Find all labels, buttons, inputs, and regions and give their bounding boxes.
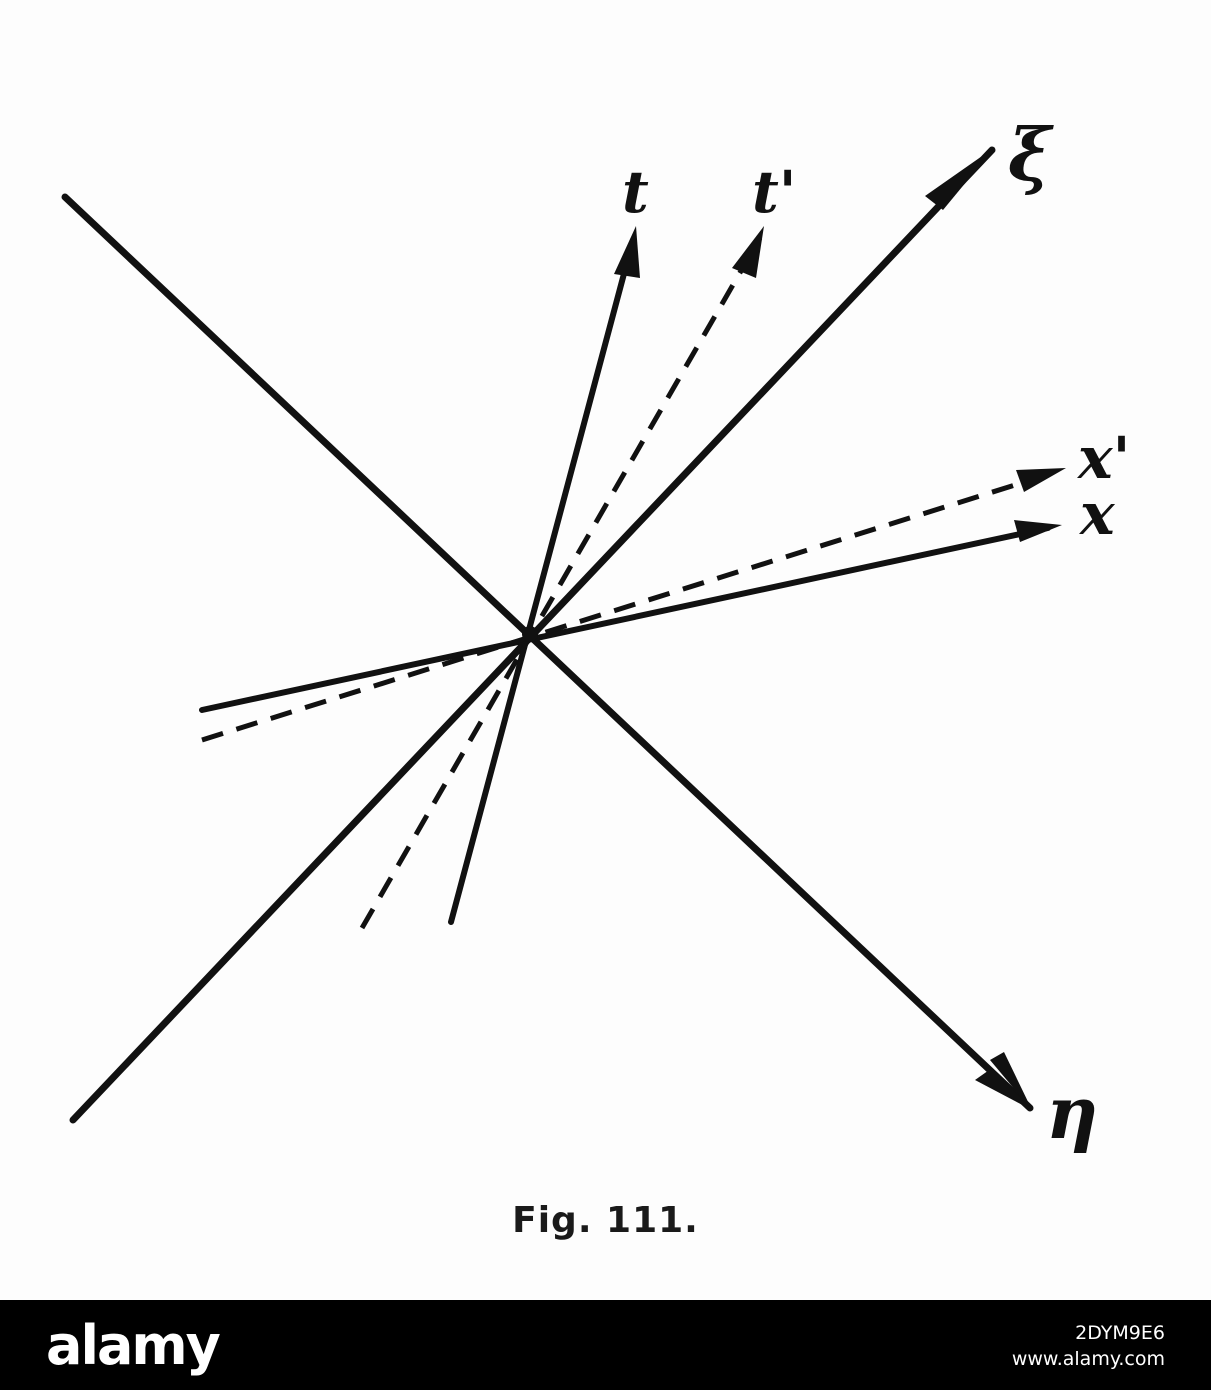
site-url: www.alamy.com	[1011, 1348, 1165, 1370]
t-axis	[448, 237, 636, 925]
figure-caption: Fig. 111.	[512, 1200, 699, 1241]
origin-point	[522, 626, 538, 642]
brand-logo: alamy	[46, 1314, 221, 1377]
stock-info: 2DYM9E6 www.alamy.com	[1012, 1320, 1165, 1372]
x-arrowhead	[1014, 520, 1062, 542]
label-x: x	[1078, 480, 1116, 548]
label-xi: ξ	[1008, 112, 1054, 197]
label-x-prime: x'	[1076, 424, 1130, 492]
t-prime-arrowhead	[732, 226, 764, 278]
label-t: t	[622, 158, 649, 226]
x-prime-arrowhead	[1016, 468, 1066, 492]
t-arrowhead	[614, 226, 640, 278]
label-t-prime: t'	[752, 158, 797, 226]
diagram-canvas: t t' ξ x' x η	[61, 112, 1130, 1155]
x-prime-axis	[201, 471, 1051, 743]
label-eta: η	[1046, 1070, 1098, 1155]
x-axis	[199, 525, 1051, 713]
image-id: 2DYM9E6	[1075, 1322, 1165, 1344]
eta-axis	[61, 193, 1034, 1112]
eta-arrowhead	[975, 1068, 1032, 1110]
xi-arrowhead	[925, 147, 995, 210]
eta-arrowhead-2	[990, 1052, 1032, 1110]
spacetime-diagram: t t' ξ x' x η Fig. 111.	[61, 112, 1131, 1241]
t-prime-axis	[359, 236, 763, 930]
watermark-bar: alamy 2DYM9E6 www.alamy.com	[0, 1300, 1211, 1390]
